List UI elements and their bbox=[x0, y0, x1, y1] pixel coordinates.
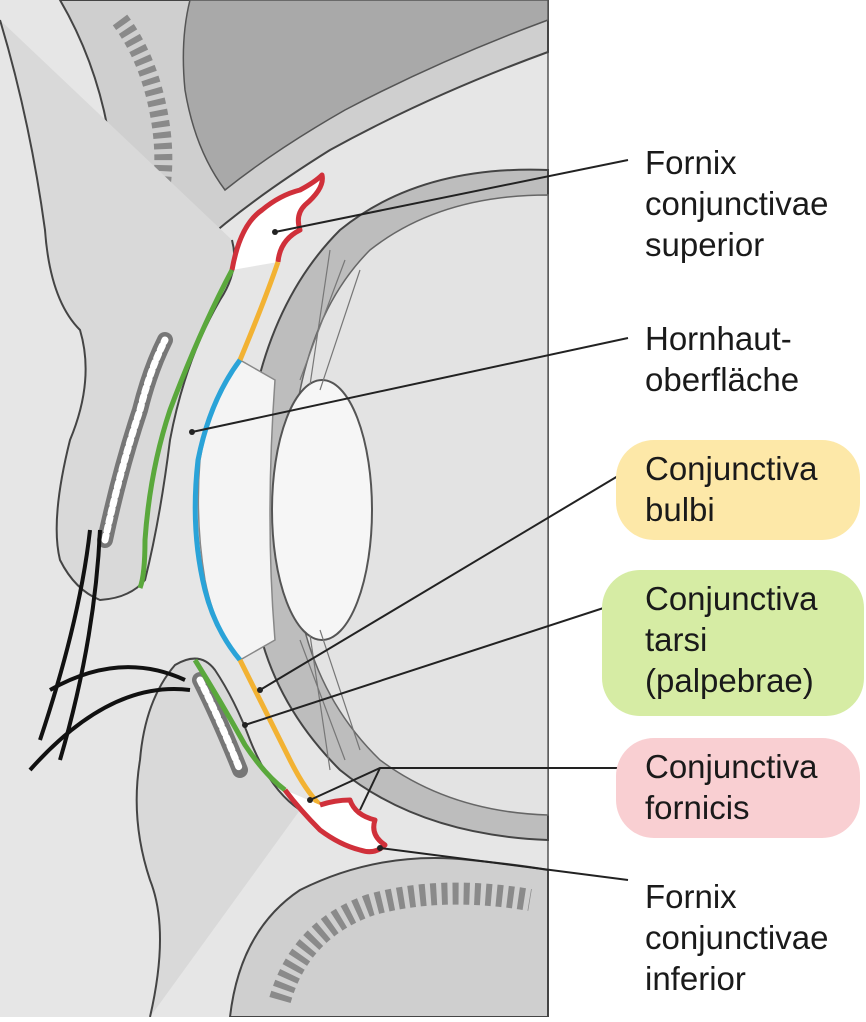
label-tarsi-line1: Conjunctiva bbox=[645, 580, 818, 617]
lower-tarsal-gland-lumen bbox=[196, 676, 244, 774]
conjunctiva-tarsi-upper bbox=[137, 268, 235, 589]
conjunctiva-tarsi-lower bbox=[192, 658, 287, 792]
upper-tarsal-gland-lumen bbox=[101, 336, 169, 544]
lower-eyelashes bbox=[28, 665, 191, 772]
dot-hornhaut bbox=[189, 429, 195, 435]
label-fornicis-line1: Conjunctiva bbox=[645, 748, 818, 785]
label-fornix-inferior-line2: conjunctivae bbox=[645, 919, 829, 956]
lower-fornix-red bbox=[283, 788, 388, 855]
leader-hornhaut bbox=[191, 337, 629, 433]
leader-lines bbox=[191, 159, 629, 881]
zonule-fibers-upper bbox=[299, 249, 361, 391]
conjunctiva-bulbi-lower bbox=[237, 658, 322, 807]
label-fornix-inferior: Fornix conjunctivae inferior bbox=[645, 876, 828, 999]
label-fornix-superior: Fornix conjunctivae superior bbox=[645, 142, 828, 265]
conjunctiva-bulbi-upper bbox=[237, 261, 281, 361]
leader-fornix-inferior bbox=[379, 847, 629, 881]
label-bulbi-line1: Conjunctiva bbox=[645, 450, 818, 487]
label-hornhaut: Hornhaut- oberfläche bbox=[645, 318, 799, 400]
leader-fornicis-2 bbox=[359, 767, 381, 811]
label-fornix-superior-line3: superior bbox=[645, 226, 765, 263]
label-hornhaut-line2: oberfläche bbox=[645, 361, 800, 398]
dot-fornix-inferior bbox=[377, 845, 383, 851]
label-fornicis-line2: fornicis bbox=[645, 789, 750, 826]
label-bulbi-line2: bulbi bbox=[645, 491, 715, 528]
dot-tarsi bbox=[242, 722, 248, 728]
dot-bulbi bbox=[257, 687, 263, 693]
orbital-floor-cancellous bbox=[269, 882, 532, 1004]
label-fornix-inferior-line1: Fornix bbox=[645, 878, 737, 915]
fornicis-box bbox=[616, 738, 860, 838]
label-tarsi-line3: (palpebrae) bbox=[645, 662, 814, 699]
leader-dots bbox=[189, 229, 383, 851]
label-fornix-superior-line1: Fornix bbox=[645, 144, 737, 181]
label-tarsi: Conjunctiva tarsi (palpebrae) bbox=[645, 578, 817, 701]
leader-tarsi bbox=[244, 599, 629, 726]
tarsi-box bbox=[602, 570, 864, 716]
label-fornix-superior-line2: conjunctivae bbox=[645, 185, 829, 222]
dot-fornicis bbox=[307, 797, 313, 803]
bulbi-box bbox=[616, 440, 860, 540]
label-fornix-inferior-line3: inferior bbox=[645, 960, 746, 997]
leader-bulbi bbox=[259, 469, 629, 691]
label-fornicis: Conjunctiva fornicis bbox=[645, 746, 817, 828]
lens bbox=[271, 379, 373, 641]
lower-lid-skin bbox=[135, 657, 301, 1018]
label-hornhaut-line1: Hornhaut- bbox=[645, 320, 792, 357]
label-bulbi: Conjunctiva bulbi bbox=[645, 448, 817, 530]
corneal-surface bbox=[192, 358, 243, 662]
dot-fornix-superior bbox=[272, 229, 278, 235]
orbital-roof-inner bbox=[182, 0, 549, 192]
leader-fornix-superior bbox=[274, 159, 629, 233]
label-tarsi-line2: tarsi bbox=[645, 621, 708, 658]
upper-fornix-red bbox=[229, 172, 325, 271]
upper-lid-skin bbox=[0, 19, 236, 602]
